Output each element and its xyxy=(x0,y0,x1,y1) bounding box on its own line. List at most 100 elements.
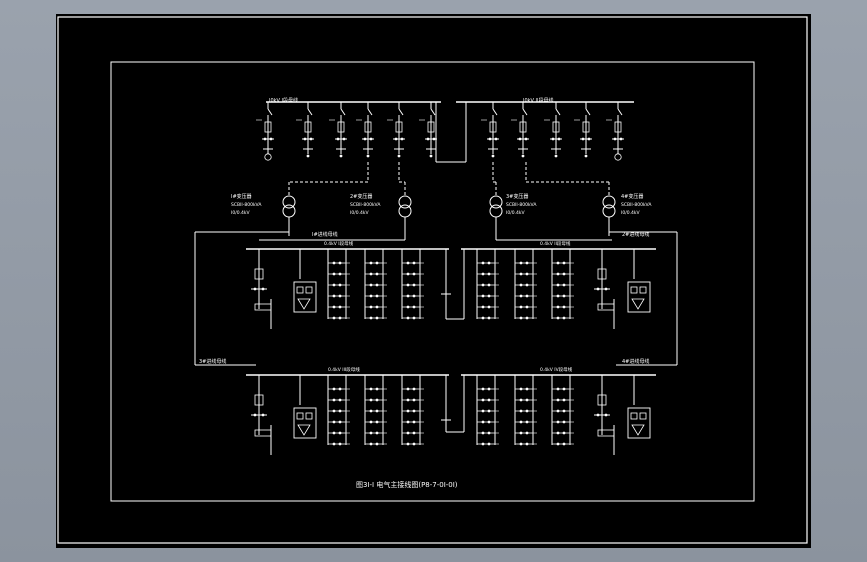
cap-unit xyxy=(639,412,647,420)
disconnector-blade xyxy=(267,108,273,116)
lv2-feeder-column-2 xyxy=(514,249,537,320)
switch-contact xyxy=(487,431,491,435)
meter-box xyxy=(254,303,272,311)
lv1-incomer xyxy=(251,249,272,329)
switch-contact xyxy=(332,283,336,287)
lv-lower-left-tag: 3#进线母线 xyxy=(199,358,226,365)
switch-contact xyxy=(369,398,373,402)
switch-contact xyxy=(562,294,566,298)
switch-contact xyxy=(412,316,416,320)
hv-feeder-1 xyxy=(256,102,274,161)
switch-contact xyxy=(338,442,342,446)
switch-contact xyxy=(338,305,342,309)
cap-unit xyxy=(296,412,304,420)
switch-contact xyxy=(562,305,566,309)
lv1-feeder-column-3 xyxy=(401,249,424,320)
switch-contact xyxy=(332,387,336,391)
disconnector-blade xyxy=(555,108,561,116)
hv-switchgear-section xyxy=(256,101,634,163)
switch-contact xyxy=(481,294,485,298)
lv-lower-right-tag: 4#进线母线 xyxy=(622,358,649,365)
lv4-incomer xyxy=(594,375,615,455)
switch-contact xyxy=(525,294,529,298)
cap-unit xyxy=(639,286,647,294)
hv-bus-right-label: I0kV II段母线 xyxy=(523,97,554,104)
hv-feeder-4 xyxy=(356,102,374,158)
switch-contact xyxy=(481,420,485,424)
switch-contact xyxy=(519,420,523,424)
switch-contact xyxy=(332,294,336,298)
tx4-label: 4#变压器 xyxy=(621,193,643,200)
switch-contact xyxy=(369,272,373,276)
switch-contact xyxy=(562,261,566,265)
switch-contact xyxy=(487,442,491,446)
switch-contact xyxy=(338,420,342,424)
switch-contact xyxy=(375,431,379,435)
meter-box xyxy=(597,303,615,311)
lv-upper-right-tag: 2#进线母线 xyxy=(622,231,649,238)
pt-symbol xyxy=(614,153,622,161)
switch-contact xyxy=(375,305,379,309)
switch-contact xyxy=(332,305,336,309)
lv2-feeder-column-1 xyxy=(476,249,499,320)
ct-dot xyxy=(518,137,522,141)
ct-dot xyxy=(394,137,398,141)
switch-contact xyxy=(519,316,523,320)
cap-reactor xyxy=(631,298,645,310)
lv3-feeder-column-2 xyxy=(364,375,387,446)
tx3-label: 3#变压器 xyxy=(506,193,528,200)
tx1-spec2: I0/0.4kV xyxy=(231,210,250,216)
cable-end xyxy=(339,154,343,158)
switch-contact xyxy=(487,409,491,413)
lv2-capacitor-panel xyxy=(627,249,651,313)
ct-dot xyxy=(494,137,498,141)
tx-winding-primary xyxy=(398,195,412,209)
hv-feeder-10 xyxy=(574,102,592,158)
switch-contact xyxy=(338,409,342,413)
switch-contact xyxy=(481,387,485,391)
meter-box xyxy=(597,429,615,437)
switch-contact xyxy=(406,431,410,435)
switch-contact xyxy=(525,409,529,413)
tx-winding-primary xyxy=(282,195,296,209)
lv1-feeder-column-1 xyxy=(327,249,350,320)
contact-dot xyxy=(261,287,265,291)
lv3-feeder-column-3 xyxy=(401,375,424,446)
switch-contact xyxy=(487,305,491,309)
switch-contact xyxy=(487,294,491,298)
switch-contact xyxy=(338,398,342,402)
cap-frame xyxy=(627,281,651,313)
switch-contact xyxy=(406,420,410,424)
switch-contact xyxy=(562,431,566,435)
tx-winding-secondary xyxy=(602,204,616,218)
ct-dot xyxy=(342,137,346,141)
switch-contact xyxy=(519,272,523,276)
switch-contact xyxy=(562,409,566,413)
switch-contact xyxy=(406,294,410,298)
ct-dot xyxy=(524,137,528,141)
switch-contact xyxy=(562,272,566,276)
switch-contact xyxy=(332,409,336,413)
switch-contact xyxy=(375,420,379,424)
lv-switchgear-section xyxy=(246,248,656,455)
switch-contact xyxy=(556,316,560,320)
tx1-spec1: SCBII-800kVA xyxy=(231,202,262,208)
switch-contact xyxy=(369,420,373,424)
switch-contact xyxy=(525,283,529,287)
switch-contact xyxy=(412,420,416,424)
lv-bus-2-label: 0.4kV II段母线 xyxy=(540,240,571,247)
switch-contact xyxy=(525,316,529,320)
switch-contact xyxy=(332,431,336,435)
contact-dot xyxy=(261,413,265,417)
switch-contact xyxy=(338,294,342,298)
tx4-spec2: I0/0.4kV xyxy=(621,210,640,216)
disconnector-blade xyxy=(340,108,346,116)
ct-dot xyxy=(309,137,313,141)
switch-contact xyxy=(562,420,566,424)
switch-contact xyxy=(338,283,342,287)
meter-box xyxy=(254,429,272,437)
ct-dot xyxy=(619,137,623,141)
disconnector-blade xyxy=(522,108,528,116)
cable-end xyxy=(397,154,401,158)
